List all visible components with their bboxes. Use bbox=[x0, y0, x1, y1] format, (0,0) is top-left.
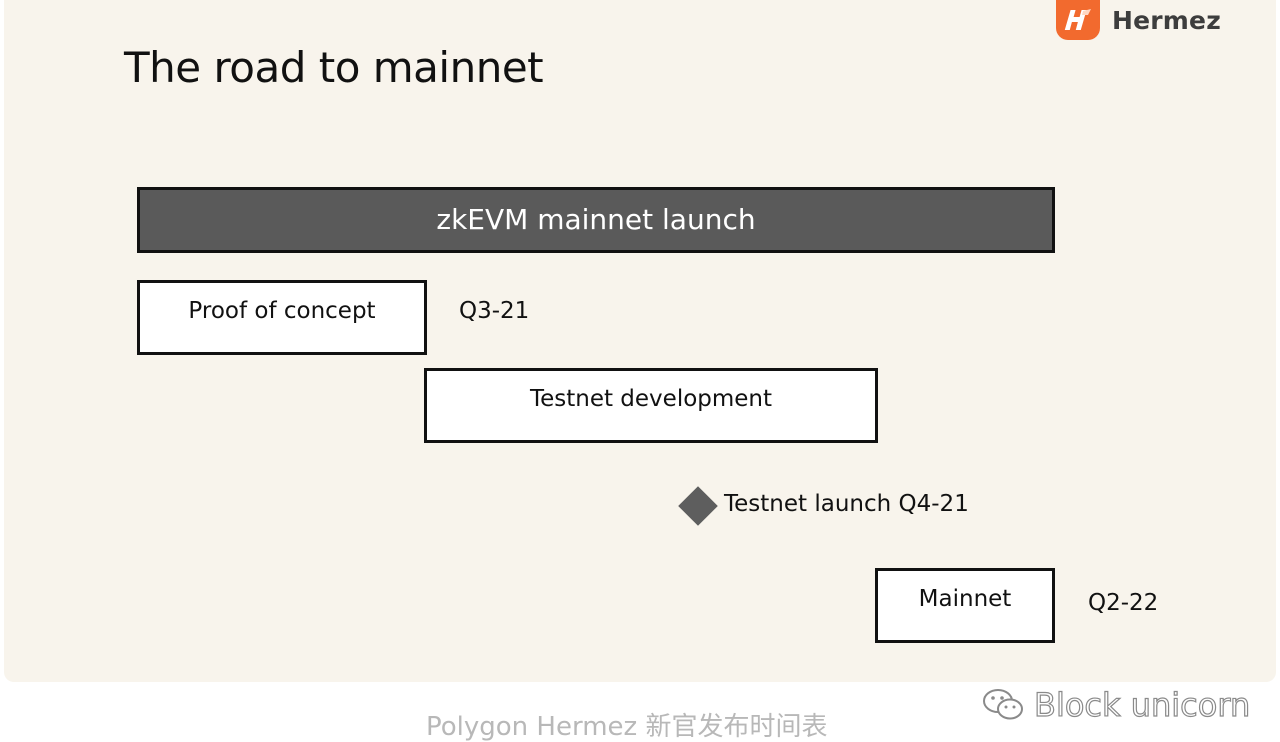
diamond-icon bbox=[678, 486, 718, 526]
slide-title: The road to mainnet bbox=[124, 43, 544, 92]
phase-date: Q3-21 bbox=[459, 298, 530, 324]
phase-proof-of-concept: Proof of concept bbox=[137, 280, 427, 355]
phase-label: Mainnet bbox=[918, 586, 1012, 612]
phase-date: Q2-22 bbox=[1088, 590, 1159, 616]
mainnet-launch-bar: zkEVM mainnet launch bbox=[137, 187, 1055, 253]
watermark-text: Block unicorn bbox=[1033, 685, 1251, 724]
mainnet-launch-label: zkEVM mainnet launch bbox=[436, 203, 756, 236]
phase-label: Testnet development bbox=[529, 386, 773, 412]
wechat-icon bbox=[983, 689, 1023, 720]
phase-mainnet: Mainnet bbox=[875, 568, 1055, 643]
brand-name: Hermez bbox=[1112, 5, 1221, 35]
milestone-label: Testnet launch Q4-21 bbox=[724, 491, 969, 517]
phase-label: Proof of concept bbox=[188, 298, 376, 324]
image-caption: Polygon Hermez 新官发布时间表 bbox=[426, 712, 828, 742]
hermez-logo-icon bbox=[1056, 0, 1100, 40]
phase-testnet-development: Testnet development bbox=[424, 368, 878, 443]
slide: Hermez The road to mainnet zkEVM mainnet… bbox=[4, 0, 1276, 682]
watermark: Block unicorn bbox=[982, 682, 1251, 728]
brand-logo: Hermez bbox=[1056, 0, 1221, 40]
